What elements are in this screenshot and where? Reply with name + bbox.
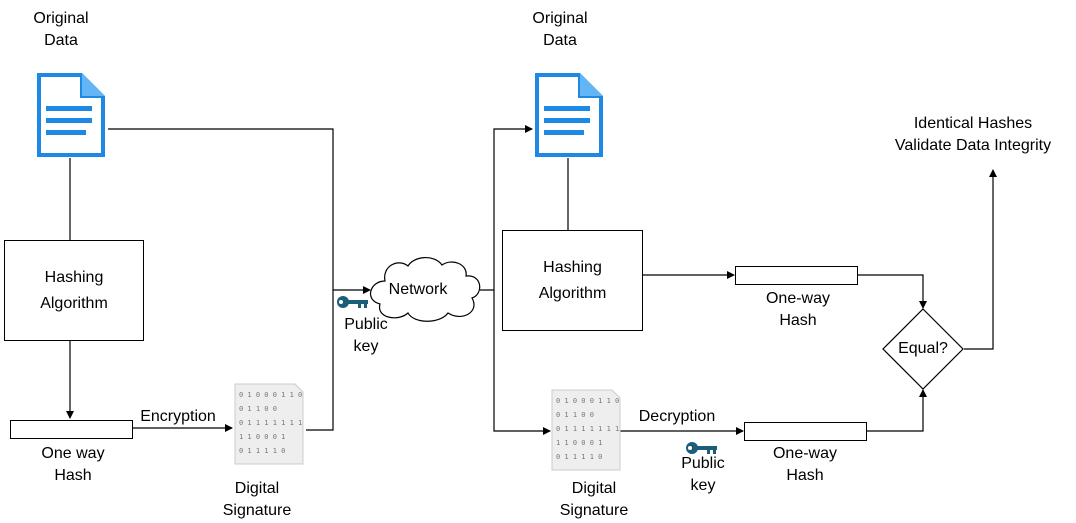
signature-icon: 0 1 0 0 0 1 1 0 0 1 1 0 0 0 1 1 1 1 1 1 … xyxy=(551,389,621,471)
encryption-label: Encryption xyxy=(140,408,216,425)
receiver-hashing-label-2: Algorithm xyxy=(538,284,607,302)
sender-hashing-algorithm-box: Hashing Algorithm xyxy=(4,240,144,341)
arrow-equal-to-result xyxy=(964,169,997,350)
svg-text:0 1 0 0 0 1 1 0: 0 1 0 0 0 1 1 0 xyxy=(239,391,302,399)
sender-one-way-hash-bar xyxy=(10,420,133,439)
arrow-network-to-doc-right xyxy=(480,125,533,291)
svg-text:1 1 0 0 0 1: 1 1 0 0 0 1 xyxy=(556,439,602,447)
svg-text:0 1 1 1 1 1 1 1: 0 1 1 1 1 1 1 1 xyxy=(556,425,619,433)
receiver-one-way-hash-bottom-bar xyxy=(744,422,867,441)
network-label: Network xyxy=(388,281,448,298)
arrow-oneway-top-to-equal xyxy=(858,274,927,309)
key-icon xyxy=(686,442,717,454)
receiver-hashing-label-1: Hashing xyxy=(543,258,602,276)
signature-icon: 0 1 0 0 0 1 1 0 0 1 1 0 0 0 1 1 1 1 1 1 … xyxy=(234,383,304,465)
arrow-network-to-signature-right xyxy=(493,290,551,435)
document-icon xyxy=(37,73,105,157)
svg-text:0 1 1 1 1 1 1 1: 0 1 1 1 1 1 1 1 xyxy=(239,419,302,427)
key-icon xyxy=(337,296,368,308)
svg-text:0 1 1 1 1 0: 0 1 1 1 1 0 xyxy=(556,453,602,461)
connector-doc-to-network xyxy=(108,128,371,294)
receiver-one-way-hash-top-bar xyxy=(735,266,858,285)
equal-label: Equal? xyxy=(898,340,948,357)
equal-diamond xyxy=(882,308,964,390)
sender-hashing-label-2: Algorithm xyxy=(40,294,108,312)
svg-text:0 1 1 0 0: 0 1 1 0 0 xyxy=(239,405,277,413)
arrow-oneway-bottom-to-equal xyxy=(867,389,927,432)
document-icon xyxy=(535,73,603,157)
decryption-label: Decryption xyxy=(638,408,716,425)
svg-text:0 1 1 1 1 0: 0 1 1 1 1 0 xyxy=(239,447,285,455)
receiver-hashing-algorithm-box: Hashing Algorithm xyxy=(502,230,643,331)
svg-text:0 1 0 0 0 1 1 0: 0 1 0 0 0 1 1 0 xyxy=(556,397,619,405)
connector-signature-to-network xyxy=(306,290,334,431)
svg-text:0 1 1 0 0: 0 1 1 0 0 xyxy=(556,411,594,419)
network-cloud xyxy=(369,257,481,322)
svg-text:1 1 0 0 0 1: 1 1 0 0 0 1 xyxy=(239,433,285,441)
sender-hashing-label-1: Hashing xyxy=(44,268,104,286)
